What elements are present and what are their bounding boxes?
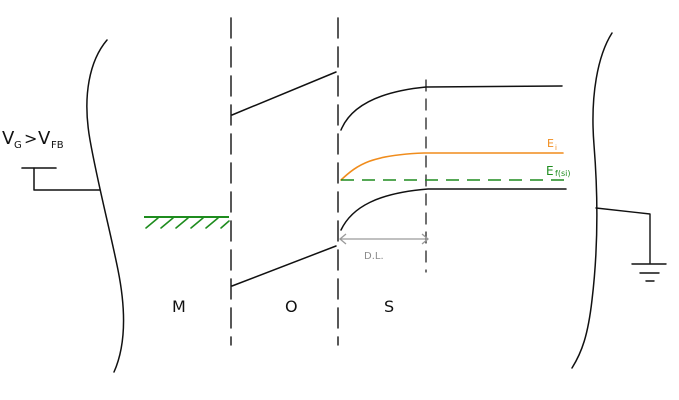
fermi-level-label: E f(si) xyxy=(546,164,570,178)
gate-voltage-label: V G > V FB xyxy=(2,128,64,151)
depletion-width-arrow xyxy=(338,233,430,245)
depletion-arrow-right-head xyxy=(421,233,430,245)
intrinsic-level-label: E i xyxy=(547,137,557,152)
semiconductor-conduction-band xyxy=(340,85,563,131)
ground-icon xyxy=(631,263,667,282)
flatband-subscript: FB xyxy=(51,140,64,151)
gate-contact-curve xyxy=(86,39,125,373)
flatband-symbol: V xyxy=(38,128,51,149)
region-label-metal: M xyxy=(172,297,186,316)
intrinsic-level-line xyxy=(340,152,564,181)
intrinsic-level-subscript: i xyxy=(555,144,557,152)
semiconductor-valence-band xyxy=(340,188,567,231)
metal-fermi-level xyxy=(144,216,230,229)
intrinsic-level-symbol: E xyxy=(547,137,554,150)
gate-voltage-symbol: V xyxy=(2,128,15,149)
region-label-semiconductor: S xyxy=(384,297,394,316)
back-contact-curve xyxy=(571,32,613,369)
fermi-level-symbol: E xyxy=(546,164,554,178)
oxide-conduction-edge xyxy=(231,71,337,116)
gate-relation-symbol: > xyxy=(24,129,37,148)
depletion-arrow-left-head xyxy=(338,233,347,245)
fermi-level-subscript: f(si) xyxy=(555,169,570,178)
oxide-valence-edge xyxy=(231,245,337,287)
gate-voltage-subscript: G xyxy=(14,140,22,151)
metal-hatch xyxy=(145,217,230,229)
depletion-label: D.L. xyxy=(364,251,384,262)
region-label-oxide: O xyxy=(285,297,298,316)
ground-wire xyxy=(595,207,651,264)
gate-wire xyxy=(33,167,101,191)
